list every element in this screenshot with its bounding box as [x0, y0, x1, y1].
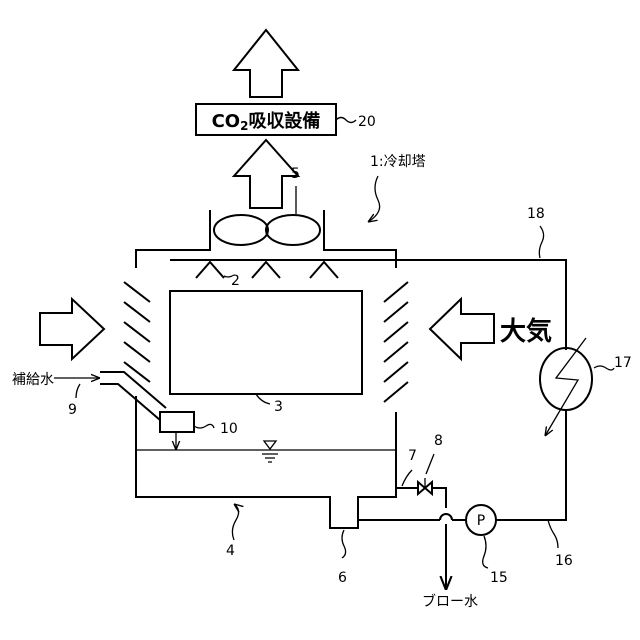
leader-6 — [342, 530, 346, 558]
basin-4 — [136, 396, 396, 528]
label-blow-water: ブロー水 — [422, 593, 478, 610]
label-2: 2 — [231, 273, 240, 289]
air-inflow-arrow-right — [430, 299, 494, 359]
exhaust-arrow-top — [234, 30, 298, 97]
air-inflow-arrow-left — [40, 299, 104, 359]
leader-15 — [483, 536, 488, 568]
fill-packing — [170, 291, 362, 394]
leader-18 — [539, 226, 543, 258]
pipe-crossover — [440, 514, 452, 520]
spray-nozzle-1 — [196, 262, 224, 278]
spray-nozzle-2 — [252, 262, 280, 278]
label-7: 7 — [408, 448, 417, 464]
label-16: 16 — [555, 553, 573, 569]
leader-10 — [194, 424, 214, 428]
label-10: 10 — [220, 421, 238, 437]
label-9: 9 — [68, 402, 77, 418]
dosing-device-10 — [160, 412, 194, 432]
label-makeup-water: 補給水 — [12, 372, 54, 388]
label-15: 15 — [490, 570, 508, 586]
leader-16 — [548, 520, 558, 548]
label-8: 8 — [434, 433, 443, 449]
label-4: 4 — [226, 543, 235, 559]
leader-9 — [76, 384, 80, 398]
leader-17 — [594, 366, 614, 370]
valve-to-pump-pipe — [432, 488, 446, 508]
leader-7 — [402, 470, 412, 486]
leader-3 — [256, 394, 270, 404]
left-louvers — [124, 282, 150, 382]
pump-symbol: P — [477, 513, 485, 529]
water-level-symbol — [262, 441, 278, 462]
label-20: 20 — [358, 114, 376, 130]
co2-absorption-label: CO2吸収設備 — [212, 110, 321, 133]
fan-blade-right — [266, 215, 320, 245]
label-17: 17 — [614, 355, 632, 371]
label-1-cooling-tower: 1:冷却塔 — [370, 154, 426, 170]
spray-nozzle-3 — [310, 262, 338, 278]
leader-20 — [336, 118, 356, 123]
circulation-pipe-16 — [496, 410, 566, 520]
label-atmosphere: 大気 — [500, 316, 552, 347]
right-louvers — [384, 282, 408, 402]
exhaust-arrow-middle — [234, 140, 298, 208]
label-3: 3 — [274, 399, 283, 415]
leader-4 — [232, 504, 238, 540]
label-6: 6 — [338, 570, 347, 586]
leader-8 — [426, 454, 434, 474]
label-18: 18 — [527, 206, 545, 222]
fan-blade-left — [214, 215, 268, 245]
leader-1 — [368, 176, 380, 222]
makeup-water-pipe-9 — [100, 372, 166, 420]
label-5: 5 — [291, 166, 300, 182]
